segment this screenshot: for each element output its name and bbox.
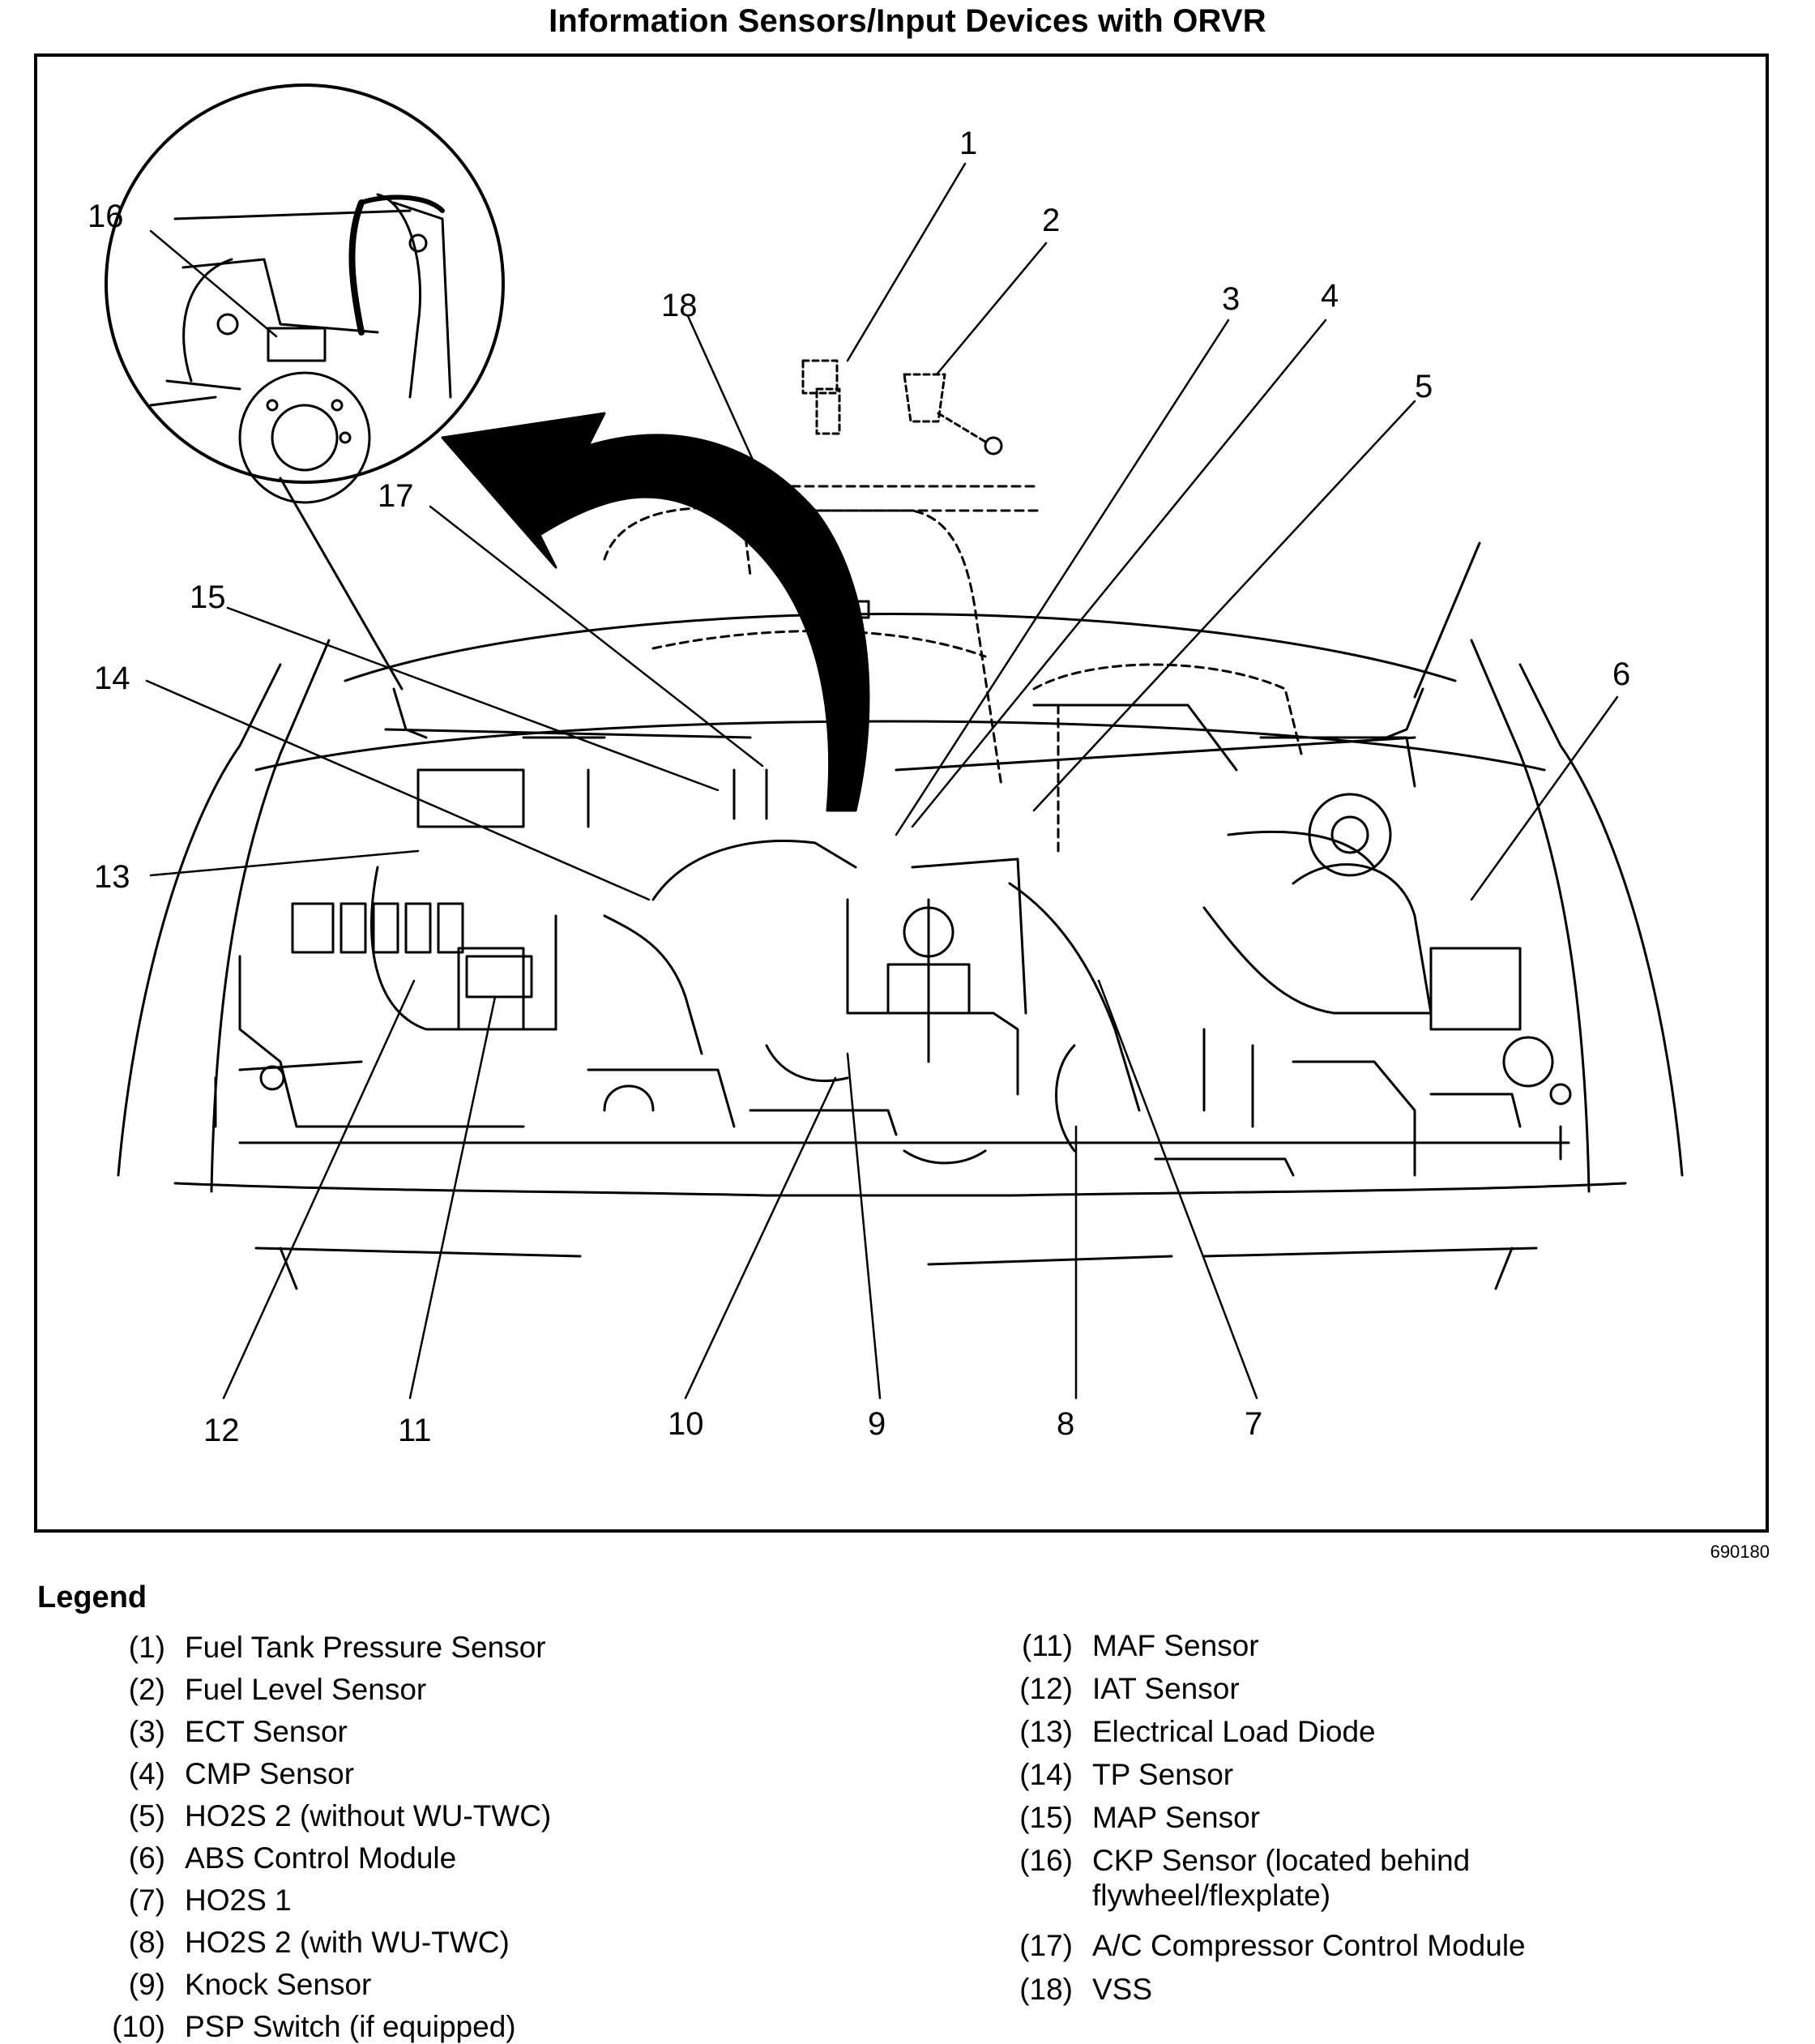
callout-12: 12 <box>203 1413 240 1448</box>
legend-heading: Legend <box>37 1580 147 1614</box>
engine-compartment-figure: 1 2 3 4 5 6 7 8 9 10 11 12 13 14 15 16 1… <box>34 53 1769 1533</box>
leader-lines <box>145 162 1619 1400</box>
ckp-inset <box>105 83 505 504</box>
car-body-outline <box>117 477 1684 1290</box>
callout-14: 14 <box>94 661 130 696</box>
callout-18: 18 <box>661 288 698 323</box>
callout-17: 17 <box>378 478 414 514</box>
callout-numbers: 1 2 3 4 5 6 7 8 9 10 11 12 13 14 15 16 1… <box>88 126 1630 1448</box>
figure-id: 690180 <box>1710 1542 1770 1562</box>
diagram-title: Information Sensors/Input Devices with O… <box>549 3 1266 39</box>
callout-9: 9 <box>868 1406 886 1442</box>
engine-drawing: 1 2 3 4 5 6 7 8 9 10 11 12 13 14 15 16 1… <box>88 83 1684 1448</box>
callout-3: 3 <box>1222 281 1240 317</box>
vss-glyph <box>809 594 870 620</box>
callout-5: 5 <box>1415 369 1433 404</box>
callout-13: 13 <box>94 859 130 895</box>
callout-11: 11 <box>398 1413 432 1448</box>
callout-16: 16 <box>88 199 124 234</box>
callout-7: 7 <box>1245 1406 1262 1442</box>
callout-1: 1 <box>959 126 977 161</box>
callout-8: 8 <box>1057 1406 1074 1442</box>
callout-6: 6 <box>1612 656 1630 692</box>
fuel-tank-pressure-sensor-glyph <box>801 359 841 435</box>
fuel-level-sensor-glyph <box>903 373 1003 455</box>
pointer-arrow <box>441 412 870 812</box>
callout-15: 15 <box>190 579 226 615</box>
callout-2: 2 <box>1042 203 1060 238</box>
engine-block <box>214 703 1572 1177</box>
callout-10: 10 <box>668 1406 704 1442</box>
cowl-dashed <box>603 485 1303 853</box>
callout-4: 4 <box>1321 278 1339 314</box>
